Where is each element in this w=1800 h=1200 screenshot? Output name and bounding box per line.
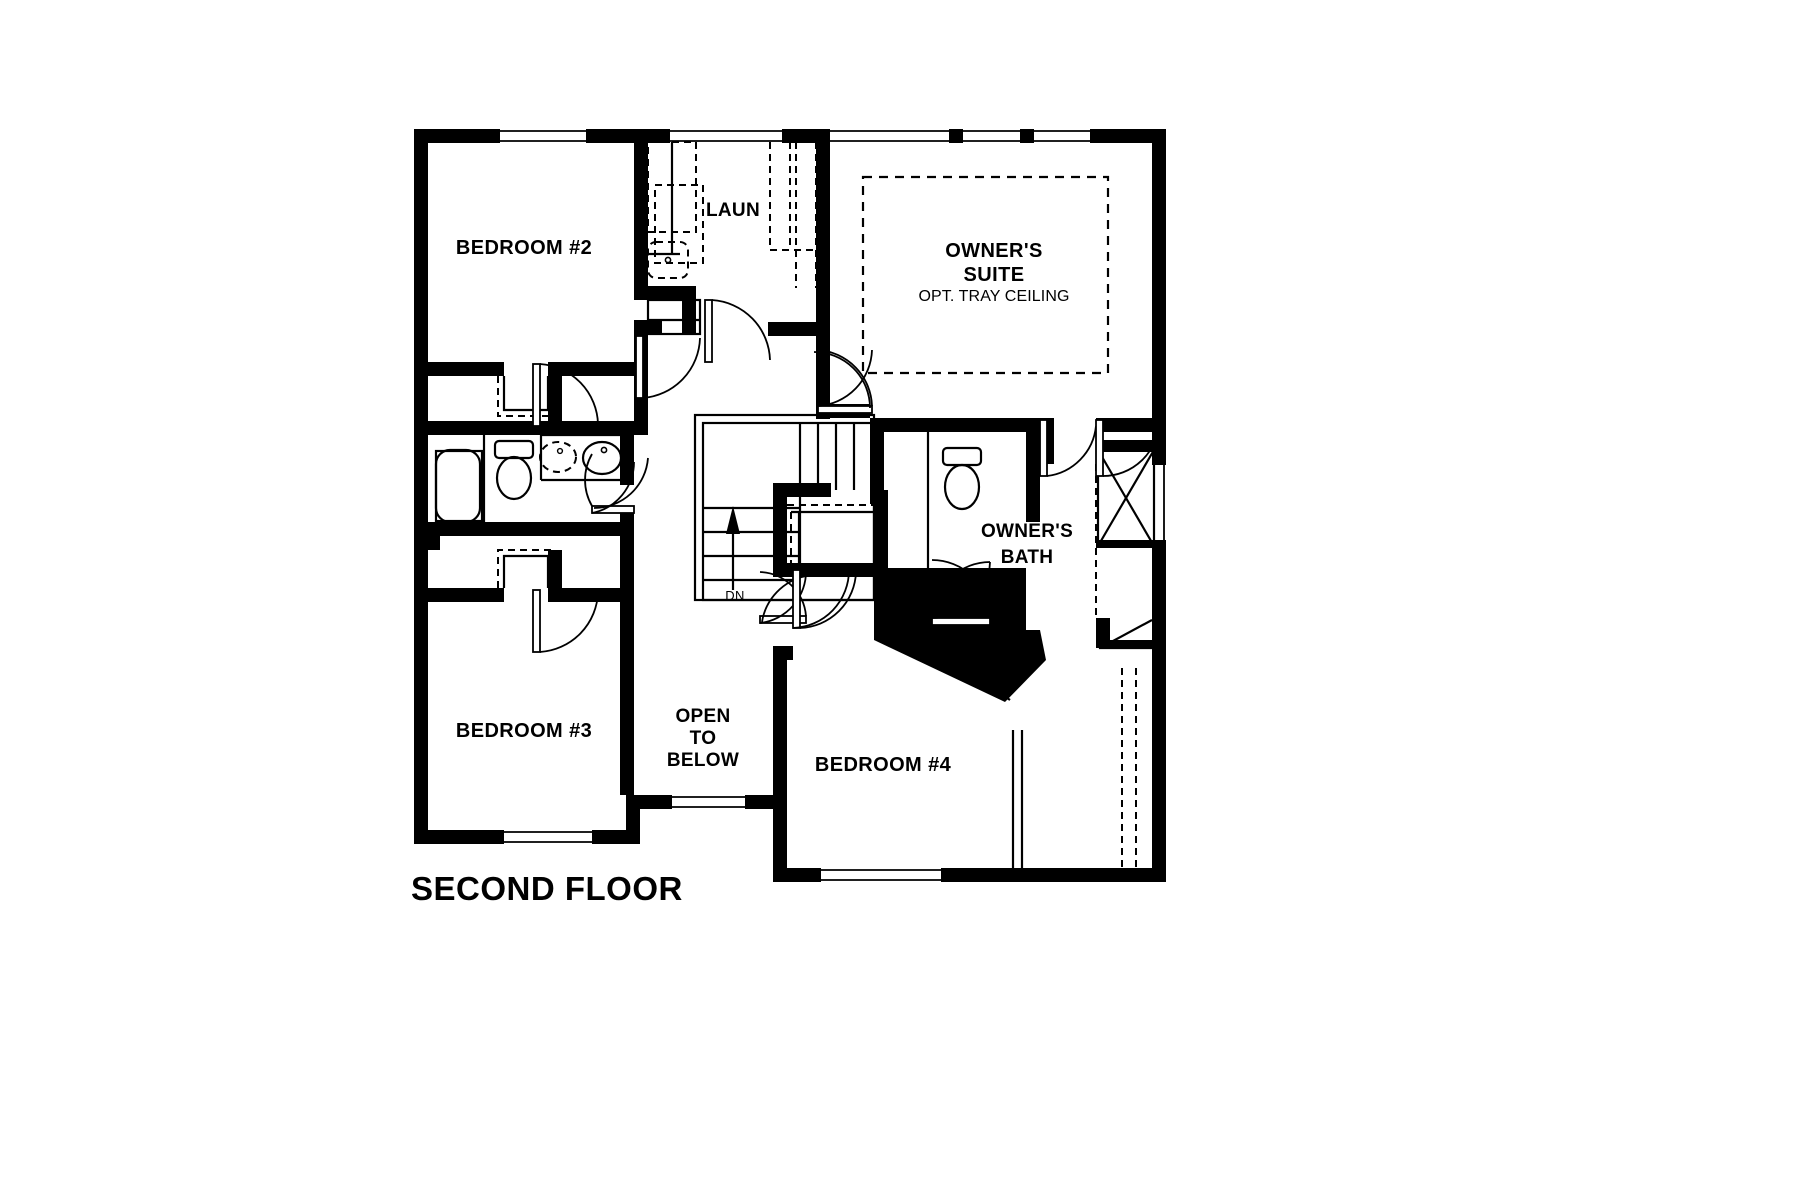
wall-interior <box>768 322 816 336</box>
wall-bottom <box>941 868 1013 882</box>
wall-top <box>648 129 670 143</box>
wall-interior <box>640 795 672 809</box>
wall-interior <box>773 660 787 882</box>
wall-interior <box>1096 418 1166 432</box>
wall-interior <box>620 602 634 795</box>
vanity-double-sink-icon <box>539 433 634 482</box>
room-label-open-to-below-line2: TO <box>690 728 717 749</box>
wall-top <box>949 129 963 143</box>
wall-interior <box>773 563 831 577</box>
opt-tray-ceiling-outline <box>861 175 1110 375</box>
wall-interior <box>830 563 874 577</box>
door-hall-bath-arc <box>593 457 649 509</box>
room-label-owners-bath-line1: OWNER'S <box>981 521 1073 542</box>
room-label-bedroom4: BEDROOM #4 <box>815 754 952 776</box>
fixtures-group <box>434 141 1166 868</box>
wall-interior <box>634 129 648 296</box>
wall-left <box>414 129 428 435</box>
page-title: SECOND FLOOR <box>411 870 683 907</box>
shower-icon <box>1096 440 1166 548</box>
door-laundry-closet <box>635 335 701 399</box>
wall-interior <box>816 129 830 419</box>
door-bedroom2 <box>532 363 599 427</box>
room-label-owners-bath-line2: BATH <box>1001 547 1054 568</box>
wall-interior <box>620 435 634 485</box>
wall-left <box>414 435 428 536</box>
door-hall-bath <box>584 453 635 514</box>
wall-interior <box>1026 432 1040 522</box>
room-label-open-to-below-line3: BELOW <box>667 750 739 771</box>
door-laundry <box>704 299 771 363</box>
room-label-open-to-below-line1: OPEN <box>675 706 730 727</box>
room-label-owners-suite-line2: SUITE <box>964 264 1025 286</box>
wall-left <box>414 536 428 844</box>
stair-direction-label: DN <box>725 588 744 603</box>
wall-interior <box>548 588 634 602</box>
wall-top <box>414 129 500 143</box>
room-label-bedroom3: BEDROOM #3 <box>456 720 592 742</box>
toilet-icon <box>493 439 535 501</box>
wall-interior <box>428 421 634 435</box>
wall-interior <box>1096 640 1166 648</box>
door-owners-suite-arc <box>813 351 871 409</box>
wall-interior <box>874 490 888 568</box>
laundry-cabinet-icon <box>646 298 702 336</box>
wall-right <box>1152 620 1166 645</box>
wall-top <box>1090 129 1166 143</box>
wall-right <box>1152 645 1166 880</box>
wall-bottom <box>1013 868 1166 882</box>
laundry-shelf-icon <box>769 142 817 288</box>
door-water-closet <box>1039 419 1097 477</box>
wall-interior <box>428 588 504 602</box>
room-note-opt-tray-ceiling: OPT. TRAY CEILING <box>918 288 1069 305</box>
laundry-appliances-icon <box>647 141 704 279</box>
wall-interior <box>773 483 787 563</box>
doors-group <box>532 299 1160 653</box>
door-owners-bath <box>1095 419 1160 477</box>
door-water-closet-inner <box>931 559 991 626</box>
wall-right <box>1152 129 1166 425</box>
hall-closet-shelf-icon <box>787 504 874 563</box>
wall-interior <box>626 795 640 844</box>
wall-interior <box>773 646 787 672</box>
labels-group: BEDROOM #2 LAUN OWNER'S SUITE OPT. TRAY … <box>411 200 1073 907</box>
wall-interior <box>870 418 884 490</box>
owners-bath-linen-icon <box>1095 464 1153 650</box>
wall-bottom <box>414 830 504 844</box>
wall-interior <box>745 795 773 809</box>
bedroom2-closet-shelf-icon <box>497 376 555 417</box>
door-owners-suite <box>817 349 873 414</box>
wall-interior <box>1096 540 1166 548</box>
bedroom3-closet-shelf-icon <box>497 549 555 588</box>
room-label-bedroom2: BEDROOM #2 <box>456 237 592 259</box>
room-label-laundry: LAUN <box>706 200 760 221</box>
door-bedroom3 <box>532 589 599 653</box>
wall-right <box>1152 545 1166 620</box>
wall-interior <box>884 418 1040 432</box>
wall-interior <box>787 646 793 660</box>
wall-top <box>1020 129 1034 143</box>
water-closet-toilet-icon <box>926 432 983 630</box>
wall-interior <box>620 536 634 602</box>
wall-interior <box>620 510 634 536</box>
wall-bottom <box>773 868 821 882</box>
wall-interior <box>773 483 831 497</box>
bedroom4-closet-shelf-icon <box>1011 668 1137 868</box>
door-hall-closet <box>792 569 857 629</box>
wall-interior <box>428 522 634 536</box>
wall-interior <box>428 362 504 376</box>
wall-interior <box>682 286 696 333</box>
bathtub-icon <box>434 448 484 524</box>
wall-top <box>586 129 648 143</box>
room-label-owners-suite-line1: OWNER'S <box>945 240 1043 262</box>
wall-interior <box>634 286 696 300</box>
wall-interior <box>428 536 440 550</box>
